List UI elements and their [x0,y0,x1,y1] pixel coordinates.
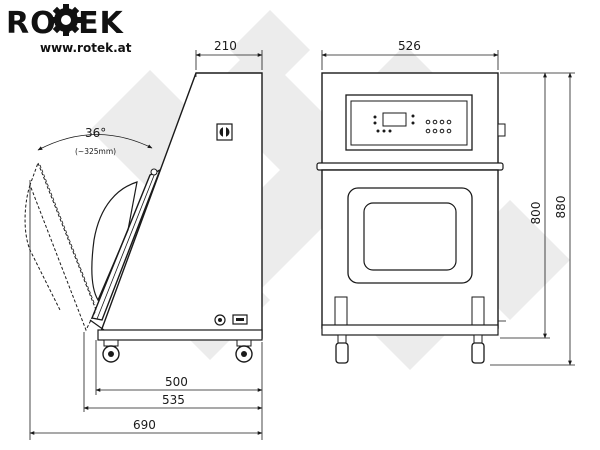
dim-210: 210 [214,39,237,53]
lid-travel-label: (~325mm) [75,147,116,156]
dim-535: 535 [162,393,185,407]
rectangular-socket-icon [232,314,248,325]
wheel-icon [102,339,120,363]
main-switch-icon [216,123,233,141]
dim-690: 690 [133,418,156,432]
side-dimensions: 210 500 535 690 [29,39,263,440]
logo-url-text: www.rotek.at [40,41,132,55]
rotek-gear-logo-icon [50,4,82,36]
dim-500: 500 [165,375,188,389]
dim-880: 880 [554,196,568,219]
control-panel-icon [345,94,473,151]
open-lid [24,161,162,332]
wheel-icon [235,339,253,363]
front-dimensions: 526 800 880 [321,39,575,366]
round-socket-icon [214,314,226,326]
logo: ROTEK www.rotek.at [6,4,132,55]
lid-angle-label: 36° [85,126,106,140]
front-view [316,72,506,364]
wheel-icon [335,334,349,364]
dim-800: 800 [529,202,543,225]
side-view: 36° (~325mm) [24,72,263,363]
dim-526: 526 [398,39,421,53]
wheel-icon [471,334,485,364]
